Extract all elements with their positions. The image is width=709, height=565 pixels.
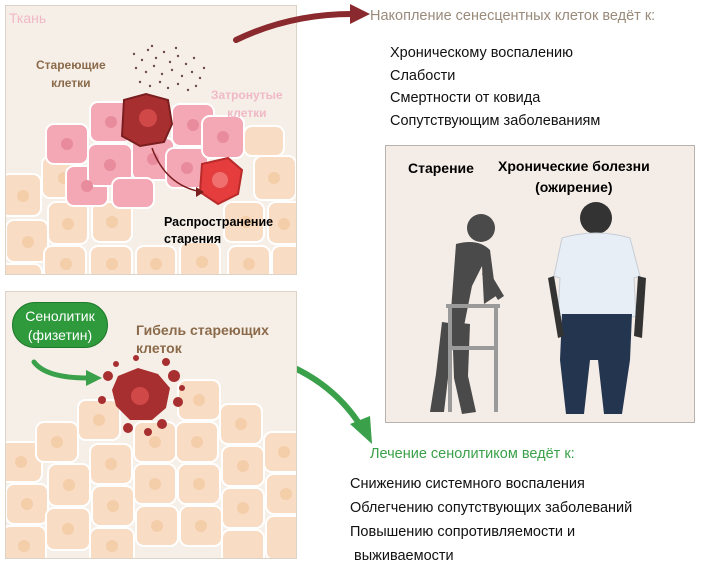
- chronic-disease-label: Хронические болезни (ожирение): [498, 158, 650, 195]
- senolytic-panel: Сенолитик (физетин) Гибель стареющих кле…: [5, 291, 297, 559]
- tissue-illustration: [6, 44, 296, 274]
- aging-cells-label: Стареющие клетки: [36, 58, 106, 90]
- obese-person-icon: [548, 202, 646, 414]
- senolytic-pill: Сенолитик (физетин): [12, 302, 108, 348]
- tissue-panel: Ткань Стареющие клетки Затронутые клетки…: [5, 5, 297, 275]
- walker-icon: [446, 304, 500, 412]
- list-item: Хроническому воспалению: [390, 45, 574, 61]
- accumulation-heading: Накопление сенесцентных клеток ведёт к:: [370, 8, 656, 24]
- list-item: Повышению сопротивляемости и: [350, 524, 576, 540]
- treatment-heading: Лечение сенолитиком ведёт к:: [370, 446, 575, 462]
- pill-arrow: [31, 359, 91, 381]
- affected-cells-label: Затронутые клетки: [211, 88, 283, 120]
- list-item: Смертности от ковида: [390, 90, 541, 106]
- list-item: Облегчению сопутствующих заболеваний: [350, 500, 633, 516]
- accumulation-list: Хроническому воспалению Слабости Смертно…: [390, 42, 600, 132]
- tissue-label: Ткань: [9, 10, 47, 26]
- people-illustration: [430, 202, 646, 414]
- spread-label: Распространение старения: [164, 215, 274, 246]
- treatment-list: Снижению системного воспаления Облегчени…: [350, 472, 632, 565]
- people-panel: Старение Хронические болезни (ожирение): [385, 145, 695, 423]
- red-arrowhead: [350, 4, 370, 24]
- list-item: выживаемости: [350, 548, 454, 564]
- list-item: Снижению системного воспаления: [350, 476, 585, 492]
- aging-label: Старение: [408, 160, 474, 176]
- secretion-particles: [132, 44, 206, 92]
- list-item: Слабости: [390, 67, 456, 84]
- cell-death-label: Гибель стареющих клеток: [136, 322, 269, 356]
- elderly-person-icon: [430, 214, 504, 414]
- senolytic-illustration: [6, 355, 296, 558]
- green-arrowhead: [350, 416, 372, 444]
- list-item: Сопутствующим заболеваниям: [390, 112, 601, 129]
- pill-arrowhead: [86, 370, 102, 386]
